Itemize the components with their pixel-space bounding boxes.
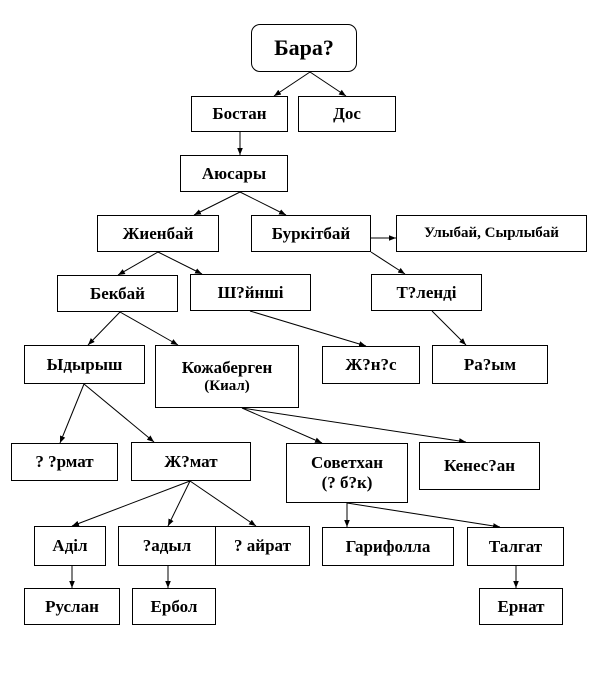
node-kadyl: ?адыл xyxy=(118,526,216,566)
node-ayusary: Аюсары xyxy=(180,155,288,192)
node-adil-label: Аділ xyxy=(52,536,88,556)
edge-ydyrysh-kurmat xyxy=(59,383,85,444)
edge-zhienbay-bekbay xyxy=(117,251,159,276)
node-kayrat-label: ? айрат xyxy=(234,536,291,556)
node-sovetkhan-sublabel: (? б?к) xyxy=(321,473,373,492)
edge-kozhabergen-sovetkhan xyxy=(241,407,323,444)
node-garifolla-label: Гарифолла xyxy=(345,536,431,556)
node-kenesan: Кенес?ан xyxy=(419,442,540,490)
node-zhumat-label: Ж?мат xyxy=(164,451,218,471)
node-erbol: Ербол xyxy=(132,588,216,625)
node-sovetkhan: Советхан(? б?к) xyxy=(286,443,408,503)
node-zhunis: Ж?н?с xyxy=(322,346,420,384)
node-kozhabergen: Кожаберген(Киал) xyxy=(155,345,299,408)
node-kozhabergen-sublabel: (Киал) xyxy=(204,377,250,394)
node-ernat: Ернат xyxy=(479,588,563,625)
edge-zhumat-kadyl xyxy=(167,480,191,527)
node-shyinshi: Ш?йнші xyxy=(190,274,311,311)
node-burkitbay-label: Буркітбай xyxy=(271,223,351,243)
node-dos-label: Дос xyxy=(333,104,361,124)
edge-sovetkhan-talgat xyxy=(346,502,501,529)
node-ulybay: Улыбай, Сырлыбай xyxy=(396,215,587,252)
node-ruslan: Руслан xyxy=(24,588,120,625)
node-rahym-label: Ра?ым xyxy=(463,354,517,374)
node-tolendi: Т?ленді xyxy=(371,274,482,311)
node-zhienbay-label: Жиенбай xyxy=(122,223,194,243)
node-sovetkhan-label: Советхан xyxy=(310,453,383,473)
edge-zhienbay-shyinshi xyxy=(157,251,203,275)
node-bostan-label: Бостан xyxy=(212,104,267,124)
node-kadyl-label: ?адыл xyxy=(142,536,192,556)
node-talgat-label: Талгат xyxy=(488,536,543,556)
node-ernat-label: Ернат xyxy=(497,596,545,616)
edge-shyinshi-zhunis xyxy=(249,310,367,347)
node-kenesan-label: Кенес?ан xyxy=(443,456,516,476)
node-kurmat: ? ?рмат xyxy=(11,443,118,481)
edge-bekbay-kozhabergen xyxy=(119,311,179,346)
node-adil: Аділ xyxy=(34,526,106,566)
node-bekbay-label: Бекбай xyxy=(90,283,145,303)
edge-bekbay-ydyrysh xyxy=(87,311,121,346)
node-kurmat-label: ? ?рмат xyxy=(35,452,94,472)
node-kayrat: ? айрат xyxy=(215,526,310,566)
node-rahym: Ра?ым xyxy=(432,345,548,384)
node-erbol-label: Ербол xyxy=(150,596,198,616)
node-kozhabergen-label: Кожаберген xyxy=(181,358,273,378)
node-root-label: Бара? xyxy=(274,35,334,61)
node-garifolla: Гарифолла xyxy=(322,527,454,566)
edge-tolendi-rahym xyxy=(431,310,467,346)
node-dos: Дос xyxy=(298,96,396,132)
node-ulybay-label: Улыбай, Сырлыбай xyxy=(424,224,559,241)
node-shyinshi-label: Ш?йнші xyxy=(217,282,284,302)
node-bekbay: Бекбай xyxy=(57,275,178,312)
node-burkitbay: Буркітбай xyxy=(251,215,371,252)
node-ydyrysh: Ыдырыш xyxy=(24,345,145,384)
node-root: Бара? xyxy=(251,24,357,72)
node-tolendi-label: Т?ленді xyxy=(396,282,457,302)
node-zhienbay: Жиенбай xyxy=(97,215,219,252)
edge-root-bostan xyxy=(273,71,311,97)
node-bostan: Бостан xyxy=(191,96,288,132)
node-ydyrysh-label: Ыдырыш xyxy=(46,354,123,374)
edge-kozhabergen-kenesan xyxy=(241,407,467,444)
edge-zhumat-adil xyxy=(71,480,191,527)
edge-ydyrysh-zhumat xyxy=(83,383,155,443)
edge-ayusary-burkitbay xyxy=(239,191,287,216)
node-ayusary-label: Аюсары xyxy=(201,163,267,183)
node-zhumat: Ж?мат xyxy=(131,442,251,481)
node-talgat: Талгат xyxy=(467,527,564,566)
node-zhunis-label: Ж?н?с xyxy=(345,355,397,375)
node-ruslan-label: Руслан xyxy=(45,596,99,616)
edge-zhumat-kayrat xyxy=(189,480,257,527)
edge-root-dos xyxy=(309,71,347,97)
edge-burkitbay-tolendi xyxy=(370,251,406,275)
edge-ayusary-zhienbay xyxy=(193,191,241,216)
